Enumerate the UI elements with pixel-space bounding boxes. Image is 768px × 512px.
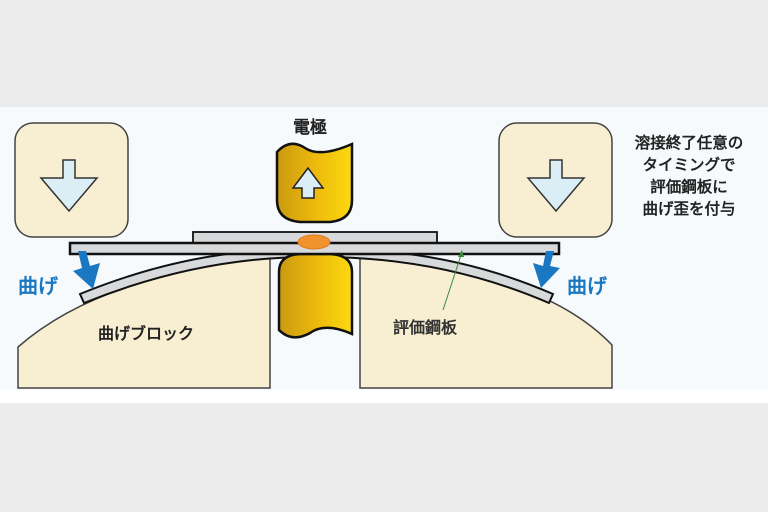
note-line: 溶接終了任意の (634, 134, 744, 152)
lower-electrode (277, 252, 354, 339)
down-arrow-icon (39, 159, 99, 213)
evaluation-steel-label: 評価鋼板 (393, 318, 458, 337)
note-line: タイミングで (642, 156, 736, 174)
up-arrow-icon (291, 166, 325, 199)
down-arrow-icon (526, 159, 586, 213)
bend-block-label: 曲げブロック (98, 324, 195, 343)
electrode-label: 電極 (293, 118, 327, 138)
note-line: 評価鋼板に (650, 178, 728, 196)
bend-label-right: 曲げ (567, 274, 607, 298)
note-line: 曲げ歪を付与 (642, 200, 736, 218)
right-press-box (498, 122, 613, 238)
left-bend-arrow-icon (73, 251, 100, 289)
right-bend-arrow-icon (533, 251, 560, 288)
leader-arrowhead (458, 250, 464, 257)
left-press-box (14, 122, 129, 238)
process-note: 溶接終了任意の タイミングで 評価鋼板に 曲げ歪を付与 (614, 132, 764, 220)
leader-line (442, 251, 463, 311)
diagram-panel-bottom-strip (0, 390, 768, 403)
bend-label-left: 曲げ (18, 274, 58, 298)
weld-nugget (297, 234, 331, 250)
